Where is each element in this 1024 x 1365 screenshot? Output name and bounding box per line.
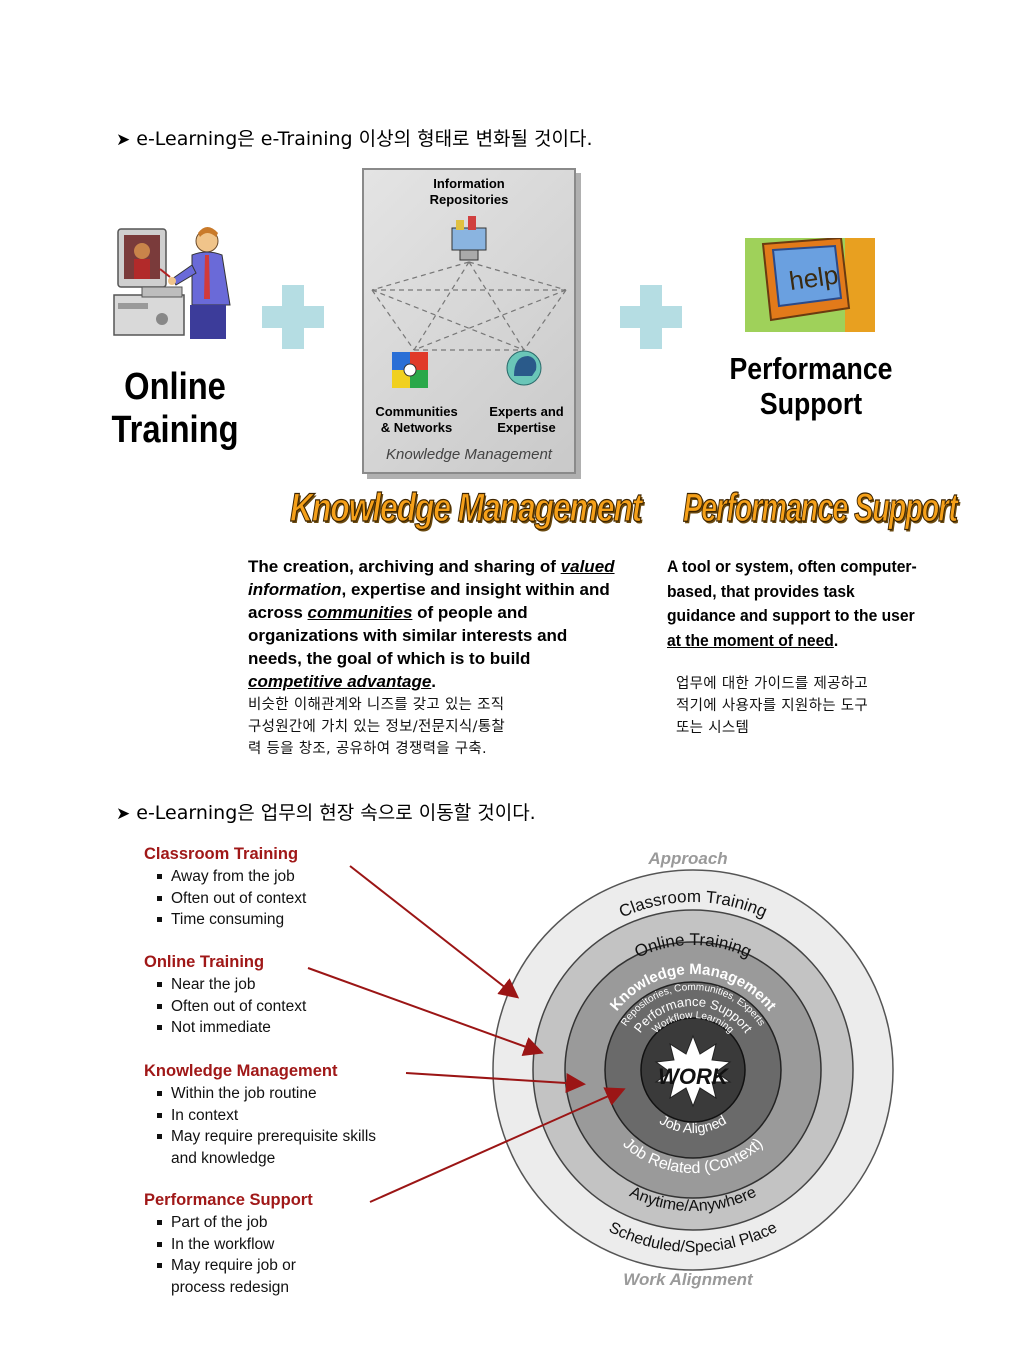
work-alignment-label: Work Alignment	[623, 1270, 754, 1289]
online-training-illustration	[113, 227, 231, 339]
list-item: May require prerequisite skills and know…	[144, 1126, 379, 1169]
category-bullets: Away from the job Often out of context T…	[144, 866, 306, 931]
ps-title: Performance Support	[683, 485, 959, 530]
network-lines	[371, 216, 567, 388]
list-item: Away from the job	[144, 866, 306, 888]
list-item: Time consuming	[144, 909, 306, 931]
performance-support-label: Performance Support	[729, 351, 893, 421]
communities-icon	[392, 352, 428, 388]
arrow-classroom	[349, 865, 520, 999]
category-bullets: Part of the job In the workflow May requ…	[144, 1212, 344, 1298]
approach-label: Approach	[647, 849, 727, 868]
help-key-text: help	[787, 260, 840, 297]
list-item: In the workflow	[144, 1234, 344, 1256]
experts-icon	[506, 350, 542, 386]
list-item: Within the job routine	[144, 1083, 379, 1105]
category-knowledge-management: Knowledge Management Within the job rout…	[144, 1062, 404, 1169]
list-item: Often out of context	[144, 996, 306, 1018]
category-title: Online Training	[144, 953, 265, 971]
list-item: Near the job	[144, 974, 306, 996]
list-item: In context	[144, 1105, 379, 1127]
km-title: Knowledge Management	[290, 485, 643, 530]
work-starburst-icon	[654, 1034, 732, 1108]
center-work-label: WORK	[658, 1064, 730, 1089]
list-item: Often out of context	[144, 888, 306, 910]
km-korean-definition: 비슷한 이해관계와 니즈를 갖고 있는 조직 구성원간에 가치 있는 정보/전문…	[248, 697, 505, 757]
category-title: Classroom Training	[144, 845, 299, 863]
category-title: Performance Support	[144, 1191, 313, 1209]
experts-label: Experts and Expertise	[489, 404, 564, 435]
arrow-ps	[369, 1087, 626, 1203]
category-bullets: Near the job Often out of context Not im…	[144, 974, 306, 1039]
list-item: Part of the job	[144, 1212, 344, 1234]
section2-heading: ➤e-Learning은 업무의 현장 속으로 이동할 것이다.	[116, 802, 536, 824]
ps-definition: A tool or system, often computer-based, …	[667, 557, 917, 650]
plus-icon	[620, 285, 682, 349]
list-item: May require job or process redesign	[144, 1255, 344, 1298]
communities-label: Communities & Networks	[375, 404, 458, 435]
ps-korean-definition: 업무에 대한 가이드를 제공하고 적기에 사용자를 지원하는 도구 또는 시스템	[676, 676, 869, 736]
category-performance-support: Performance Support Part of the job In t…	[144, 1191, 404, 1298]
section1-heading: ➤e-Learning은 e-Training 이상의 형태로 변화될 것이다.	[116, 128, 593, 150]
online-training-label: Online Training	[111, 366, 239, 451]
plus-icon	[262, 285, 324, 349]
category-classroom-training: Classroom Training Away from the job Oft…	[144, 845, 306, 931]
category-online-training: Online Training Near the job Often out o…	[144, 953, 306, 1039]
list-item: Not immediate	[144, 1017, 306, 1039]
help-key-illustration: help	[745, 238, 875, 332]
category-title: Knowledge Management	[144, 1062, 338, 1080]
repositories-label: Information Repositories	[429, 176, 509, 207]
arrow-km	[405, 1072, 586, 1093]
km-box-caption: Knowledge Management	[386, 446, 552, 463]
repository-icon	[451, 216, 487, 261]
km-definition: The creation, archiving and sharing of v…	[248, 557, 615, 691]
knowledge-management-diagram: Information Repositories	[362, 168, 576, 474]
arrow-bullet-icon: ➤	[116, 130, 131, 150]
category-bullets: Within the job routine In context May re…	[144, 1083, 379, 1169]
arrow-online	[307, 967, 544, 1056]
arrow-bullet-icon: ➤	[116, 804, 131, 824]
